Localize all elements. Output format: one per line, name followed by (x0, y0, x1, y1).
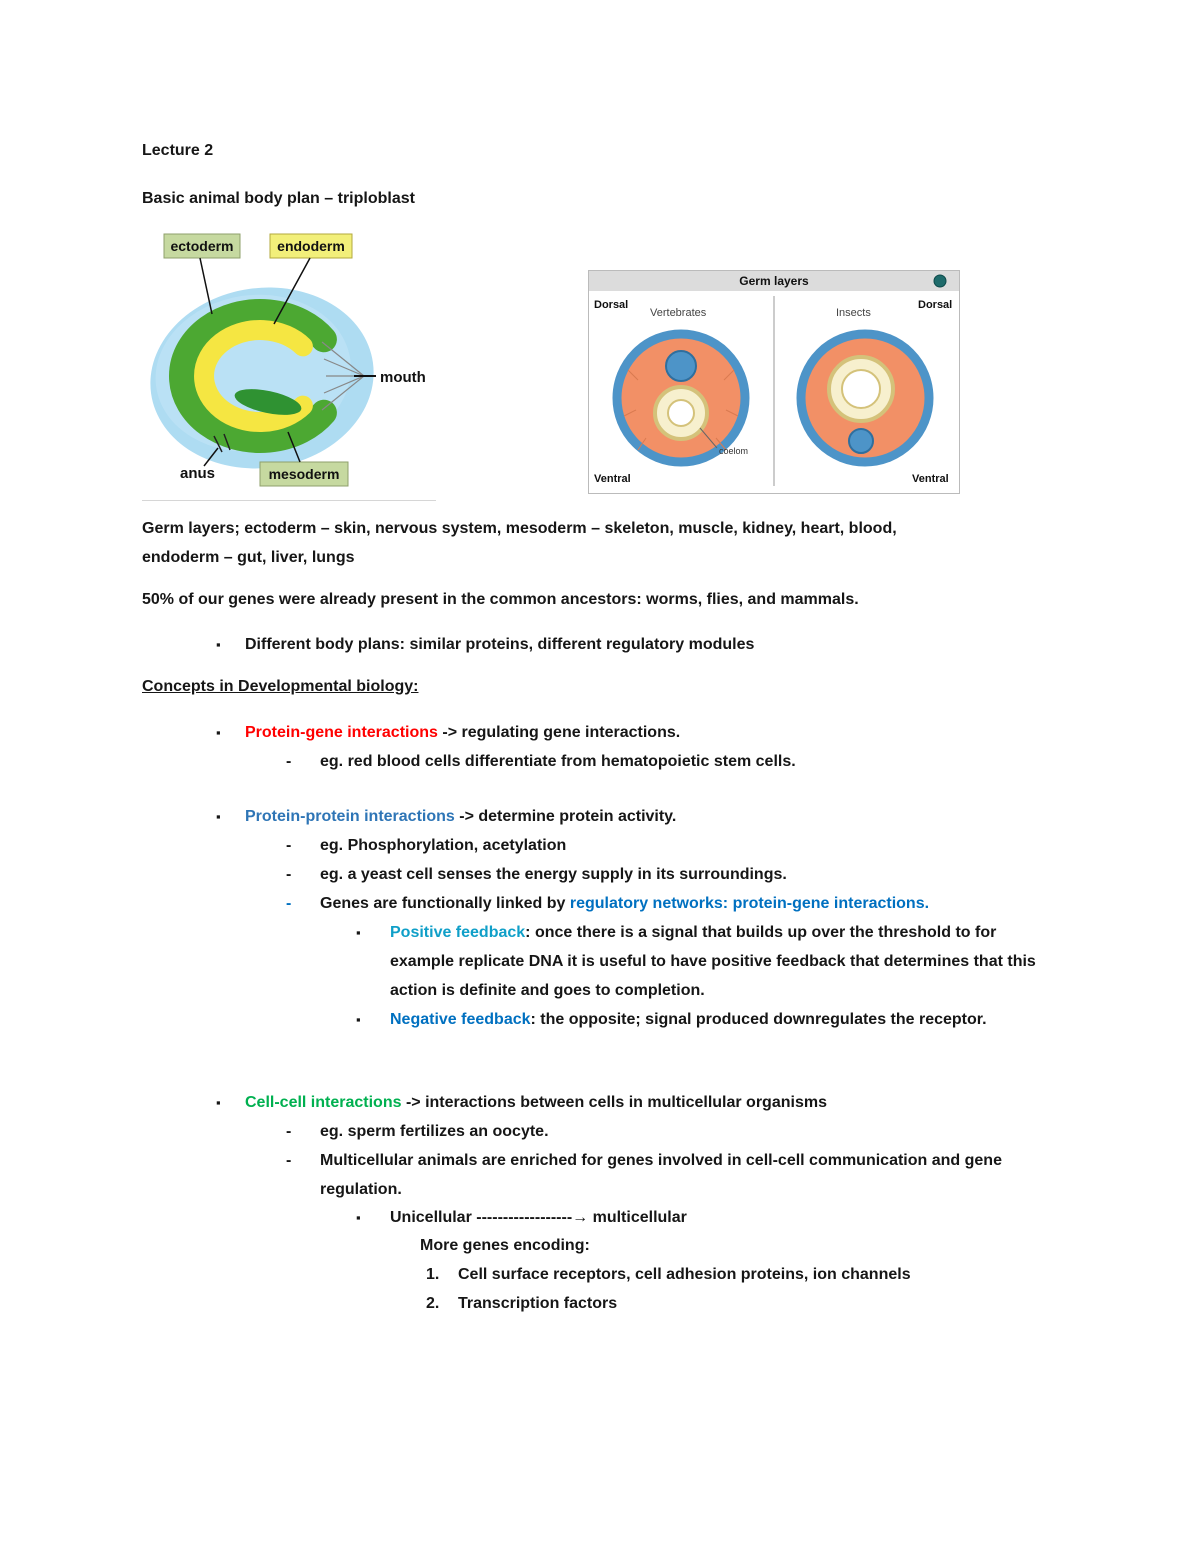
protein-protein-rest: -> determine protein activity. (454, 808, 677, 825)
negative-feedback-term: Negative feedback (390, 1011, 531, 1028)
list-number: 2. (426, 1295, 440, 1312)
encoding-item-1: Cell surface receptors, cell adhesion pr… (458, 1266, 911, 1283)
vertebrate-ventral-label: Ventral (594, 473, 631, 485)
ectoderm-leader-line (199, 257, 213, 315)
genes-linked-line: Genes are functionally linked by regulat… (320, 889, 929, 918)
anus-marks (213, 433, 231, 453)
vertebrate-neural-tube (665, 350, 697, 382)
protein-gene-rest: -> regulating gene interactions. (437, 724, 681, 741)
insect-nerve-cord (848, 428, 874, 454)
germ-layers-line2: endoderm – gut, liver, lungs (142, 549, 355, 566)
vertebrate-gut-lumen (667, 399, 695, 427)
dash-marker: - (286, 866, 292, 883)
cell-cell-rest: -> interactions between cells in multice… (401, 1094, 827, 1111)
body-plans-bullet: Different body plans: similar proteins, … (245, 636, 755, 653)
figure-bottom-border (142, 500, 436, 501)
germ-layers-figure: Germ layers Dorsal Vertebrates coelom Ve… (588, 270, 960, 494)
gastrula-diagram: ectoderm endoderm mouth anus mesoderm (150, 233, 426, 487)
panel-title: Germ layers (739, 274, 809, 288)
anus-label: anus (180, 465, 215, 482)
page-subtitle: Basic animal body plan – triploblast (142, 190, 415, 207)
dash-marker: - (286, 1123, 292, 1140)
mesoderm-label-box (259, 461, 349, 487)
dash-marker: - (286, 837, 292, 854)
bullet-marker: ▪ (216, 809, 221, 824)
germ-layer-rings (169, 299, 365, 453)
positive-feedback-term: Positive feedback (390, 924, 526, 941)
bullet-marker: ▪ (216, 1095, 221, 1110)
vertebrates-label: Vertebrates (650, 307, 707, 319)
coelom-label: coelom (719, 446, 748, 456)
germ-layers-line1: Germ layers; ectoderm – skin, nervous sy… (142, 520, 897, 537)
multicellular-line: Multicellular animals are enriched for g… (320, 1152, 1002, 1198)
positive-feedback-bullet: Positive feedback: once there is a signa… (390, 918, 1058, 1005)
negative-feedback-bullet: Negative feedback: the opposite; signal … (390, 1005, 1020, 1034)
vertebrate-dorsal-label: Dorsal (594, 299, 628, 311)
insect-dorsal-label: Dorsal (918, 299, 952, 311)
anus-leader-line (203, 447, 219, 467)
endoderm-label-box (269, 233, 353, 259)
bullet-marker: ▪ (356, 1210, 361, 1225)
bullet-marker: ▪ (216, 637, 221, 652)
germ-layers-paragraph: Germ layers; ectoderm – skin, nervous sy… (142, 514, 897, 572)
concepts-heading: Concepts in Developmental biology: (142, 678, 419, 695)
more-genes-line: More genes encoding: (420, 1237, 590, 1254)
gastrula-figure: ectoderm endoderm mouth anus mesoderm (142, 226, 442, 502)
protein-gene-example: eg. red blood cells differentiate from h… (320, 753, 796, 770)
genes-linked-colored: regulatory networks: protein-gene intera… (569, 895, 930, 912)
insect-ventral-label: Ventral (912, 473, 949, 485)
common-ancestors-paragraph: 50% of our genes were already present in… (142, 591, 859, 608)
ectoderm-ring (169, 299, 337, 453)
bullet-marker: ▪ (356, 925, 361, 940)
list-number: 1. (426, 1266, 440, 1283)
mesoderm-label: mesoderm (269, 466, 340, 482)
ectoderm-label-box (163, 233, 241, 259)
insect-gut-lumen (841, 369, 881, 409)
mesoderm-leader-line (287, 431, 301, 463)
ectoderm-label: ectoderm (170, 238, 233, 254)
page-title: Lecture 2 (142, 142, 214, 159)
mouth-label: mouth (380, 369, 426, 386)
protein-gene-term: Protein-gene interactions (245, 724, 438, 741)
cell-cell-bullet: Cell-cell interactions -> interactions b… (245, 1088, 827, 1117)
negative-feedback-rest: : the opposite; signal produced downregu… (530, 1011, 987, 1028)
bullet-marker: ▪ (216, 725, 221, 740)
mesoderm-shape (234, 389, 302, 415)
genes-linked-prefix: Genes are functionally linked by (320, 895, 570, 912)
bullet-marker: ▪ (356, 1012, 361, 1027)
publisher-logo-icon (933, 274, 947, 288)
cell-cell-term: Cell-cell interactions (245, 1094, 402, 1111)
panel-header-bar (589, 271, 959, 291)
yeast-example: eg. a yeast cell senses the energy suppl… (320, 866, 787, 883)
sperm-example: eg. sperm fertilizes an oocyte. (320, 1123, 549, 1140)
protein-protein-term: Protein-protein interactions (245, 808, 455, 825)
dash-marker: - (286, 1152, 292, 1169)
endoderm-ring (194, 320, 313, 432)
dash-marker: - (286, 753, 292, 770)
endoderm-leader-line (273, 257, 311, 325)
dash-marker: - (286, 895, 292, 912)
protein-gene-bullet: Protein-gene interactions -> regulating … (245, 718, 680, 747)
phosphorylation-example: eg. Phosphorylation, acetylation (320, 837, 567, 854)
positive-feedback-rest: : once there is a signal that builds up … (390, 924, 1036, 999)
endoderm-label: endoderm (277, 238, 345, 254)
encoding-item-2: Transcription factors (458, 1295, 618, 1312)
insects-label: Insects (836, 307, 871, 319)
unicellular-line: Unicellular ------------------→ multicel… (390, 1209, 687, 1226)
protein-protein-bullet: Protein-protein interactions -> determin… (245, 802, 676, 831)
vertebrate-mesoderm-lines (623, 369, 739, 451)
coelom-leader-line (699, 427, 718, 449)
germ-layers-diagram: Germ layers Dorsal Vertebrates coelom Ve… (588, 270, 960, 494)
